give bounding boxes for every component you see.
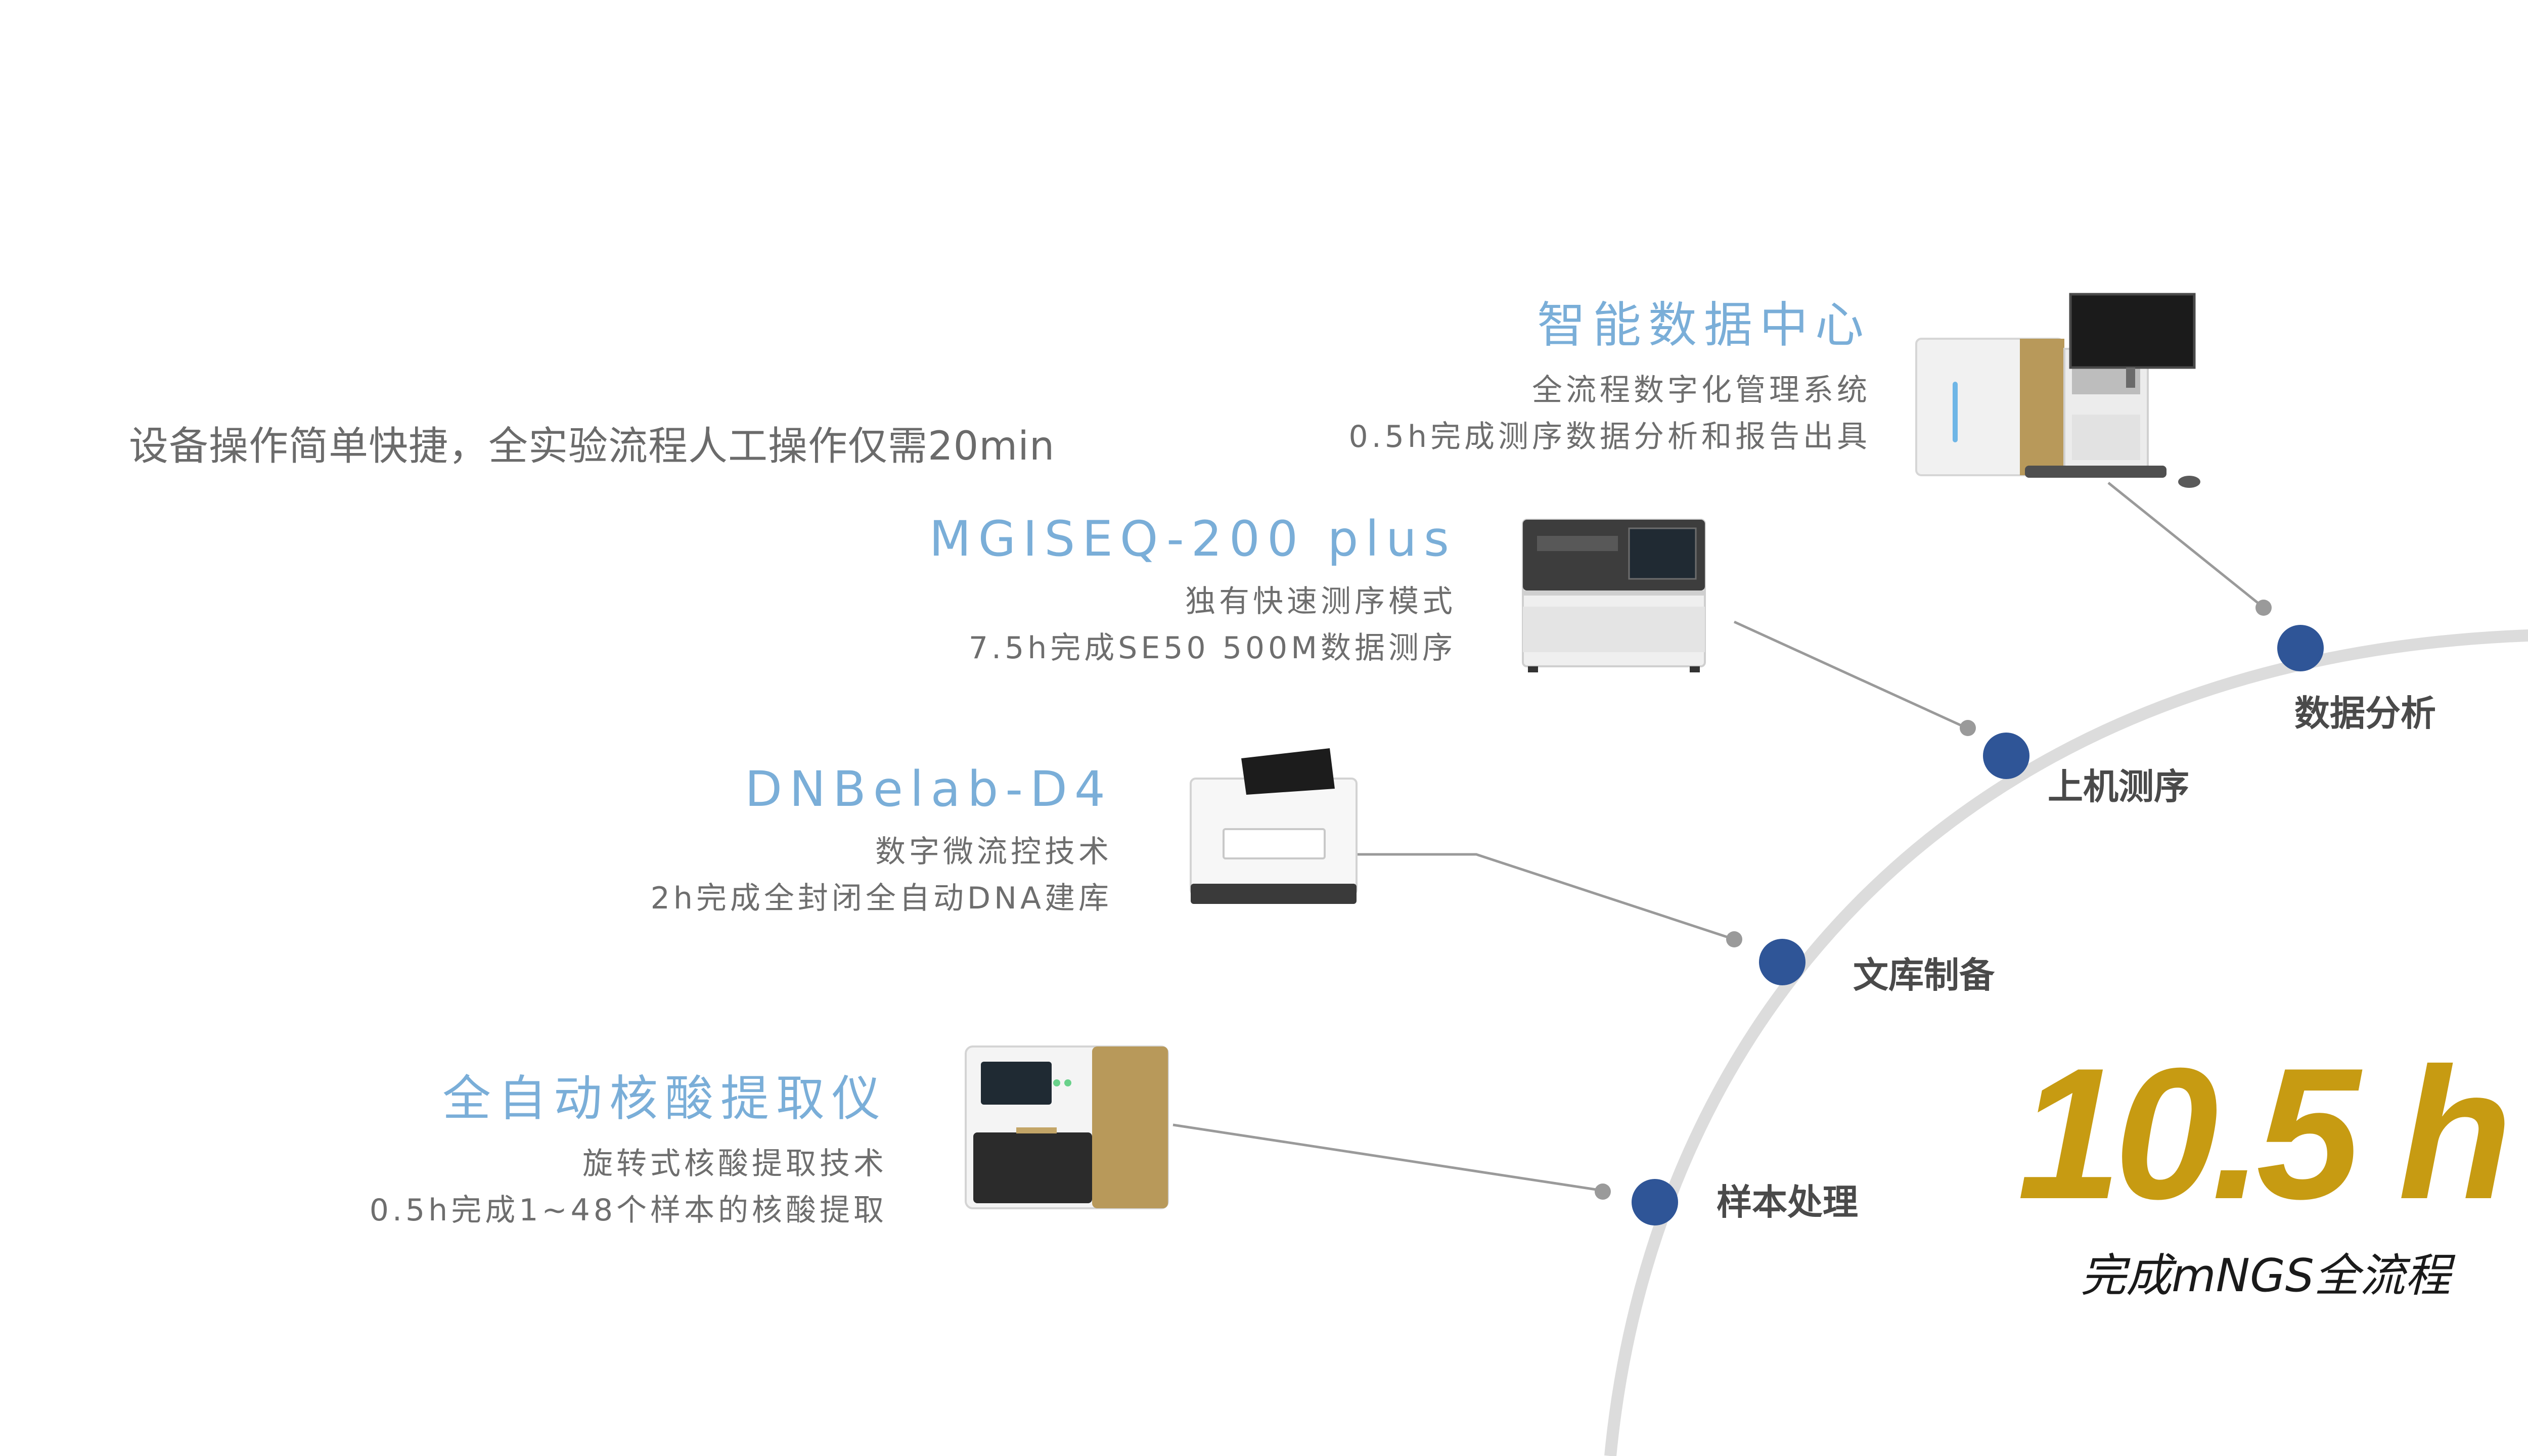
product-title: 全自动核酸提取仪 — [442, 1070, 887, 1127]
step-node-analysis — [2277, 625, 2324, 671]
product-desc-line: 旋转式核酸提取技术 — [582, 1146, 887, 1181]
connector-sequencer — [1733, 620, 1968, 730]
product-desc-line: 全流程数字化管理系统 — [1532, 373, 1871, 408]
product-desc-line: 0.5h完成1~48个样本的核酸提取 — [369, 1193, 887, 1228]
product-title: DNBelab-D4 — [745, 761, 1112, 817]
product-data-center: 智能数据中心 全流程数字化管理系统 0.5h完成测序数据分析和报告出具 — [1349, 286, 1871, 460]
data-center-device-image — [1915, 293, 2200, 488]
step-label-sample: 样本处理 — [1717, 1181, 1858, 1223]
sequencer-device-image — [1522, 519, 1706, 672]
library-prep-device-image — [1190, 748, 1358, 904]
product-library-prep: DNBelab-D4 数字微流控技术 2h完成全封闭全自动DNA建库 — [651, 761, 1112, 922]
extractor-device-image — [965, 1045, 1169, 1209]
step-nodes — [1632, 625, 2324, 1225]
product-extractor: 全自动核酸提取仪 旋转式核酸提取技术 0.5h完成1~48个样本的核酸提取 — [370, 1059, 887, 1234]
step-node-sequencing — [1983, 733, 2029, 779]
connector-extractor — [1172, 1123, 1603, 1192]
connector-library-prep — [1358, 853, 1735, 941]
step-label-library: 文库制备 — [1853, 954, 1995, 996]
step-node-sample — [1632, 1179, 1678, 1225]
connector-lines — [1172, 482, 2264, 1192]
workflow-arc — [1604, 629, 2528, 1456]
product-desc-line: 0.5h完成测序数据分析和报告出具 — [1348, 419, 1871, 454]
product-desc-line: 7.5h完成SE50 500M数据测序 — [968, 630, 1456, 666]
total-time: 10.5 h — [2017, 1029, 2512, 1238]
connector-data-center — [2107, 482, 2264, 608]
connector-dots — [1595, 600, 2272, 1200]
product-title: MGISEQ-200 plus — [929, 511, 1456, 567]
step-node-library — [1759, 939, 1805, 985]
total-time-caption: 完成mNGS全流程 — [2081, 1249, 2451, 1302]
product-sequencer: MGISEQ-200 plus 独有快速测序模式 7.5h完成SE50 500M… — [929, 511, 1456, 671]
step-label-sequencing: 上机测序 — [2048, 766, 2189, 807]
product-desc-line: 2h完成全封闭全自动DNA建库 — [650, 881, 1112, 916]
product-desc-line: 数字微流控技术 — [875, 834, 1112, 870]
product-desc-line: 独有快速测序模式 — [1185, 584, 1456, 619]
step-label-analysis: 数据分析 — [2294, 693, 2436, 734]
product-title: 智能数据中心 — [1537, 297, 1871, 353]
intro-text: 设备操作简单快捷，全实验流程人工操作仅需20min — [129, 424, 1055, 469]
